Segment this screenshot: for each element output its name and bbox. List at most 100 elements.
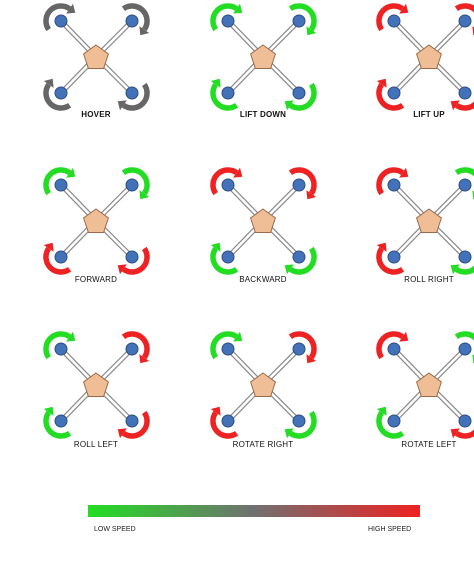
rotation-arc xyxy=(288,410,317,439)
motor xyxy=(54,178,68,192)
low-speed-label: LOW SPEED xyxy=(94,526,136,533)
arrow-head xyxy=(210,242,221,252)
body xyxy=(416,44,442,69)
rotor-top-right xyxy=(454,167,474,200)
rotation-arc xyxy=(454,3,474,13)
arrow-head xyxy=(306,354,317,364)
motor xyxy=(458,342,472,356)
motor xyxy=(292,342,306,356)
speed-gradient-bar xyxy=(88,505,420,517)
rotor-bottom-right xyxy=(284,410,317,439)
rotor-top-right xyxy=(121,331,150,364)
rotor-top-left xyxy=(210,3,243,32)
motor xyxy=(221,86,235,100)
arrow-head xyxy=(233,3,243,14)
motor xyxy=(292,14,306,28)
rotor-top-right xyxy=(121,3,150,36)
rotation-arc xyxy=(210,246,239,275)
motor xyxy=(387,342,401,356)
rotation-arc xyxy=(121,167,150,196)
rotor-bottom-left xyxy=(43,242,72,275)
arrow-head xyxy=(117,264,127,275)
rotor-bottom-right xyxy=(450,250,474,275)
motor xyxy=(125,342,139,356)
rotor-bottom-left xyxy=(376,406,405,439)
motor xyxy=(125,86,139,100)
high-speed-label: HIGH SPEED xyxy=(368,526,412,533)
arrow-head xyxy=(376,406,387,416)
rotation-arc xyxy=(454,167,474,177)
arrow-head xyxy=(306,26,317,36)
arrow-head xyxy=(139,354,150,364)
rotor-top-right xyxy=(454,3,474,36)
arrow-head xyxy=(306,190,317,200)
arrow-head xyxy=(450,264,460,275)
arrow-head xyxy=(233,331,243,342)
body xyxy=(250,44,276,69)
quadcopter-lift-down xyxy=(210,3,317,111)
motor xyxy=(458,250,472,264)
rotor-top-right xyxy=(288,167,317,200)
rotation-arc xyxy=(210,3,239,32)
motor xyxy=(125,250,139,264)
rotation-arc xyxy=(43,167,72,196)
arrow-head xyxy=(117,100,127,111)
rotation-arc xyxy=(454,331,474,341)
maneuver-label: FORWARD xyxy=(74,275,118,284)
rotation-arc xyxy=(210,167,239,196)
rotor-top-left xyxy=(376,167,409,196)
rotor-bottom-left xyxy=(210,406,239,439)
quadcopter-backward xyxy=(210,167,317,275)
rotation-arc xyxy=(288,331,317,360)
arrow-head xyxy=(233,167,243,178)
rotation-arc xyxy=(121,246,150,275)
motor xyxy=(54,414,68,428)
rotation-arc xyxy=(288,82,317,111)
motor xyxy=(54,250,68,264)
quadcopter-rotate-left xyxy=(376,331,474,439)
maneuver-label: BACKWARD xyxy=(239,275,287,284)
motor xyxy=(292,178,306,192)
arrow-head xyxy=(210,406,221,416)
rotor-bottom-right xyxy=(450,414,474,439)
body xyxy=(83,44,109,69)
quadcopter-roll-right xyxy=(376,167,474,275)
rotation-arc xyxy=(210,82,239,111)
motor xyxy=(54,14,68,28)
rotor-top-right xyxy=(454,331,474,364)
maneuver-label: ROTATE LEFT xyxy=(401,440,457,449)
motor xyxy=(125,14,139,28)
rotation-arc xyxy=(288,246,317,275)
rotor-top-right xyxy=(288,3,317,36)
arrow-head xyxy=(450,428,460,439)
rotor-bottom-right xyxy=(450,86,474,111)
arrow-head xyxy=(284,100,294,111)
arrow-head xyxy=(399,331,409,342)
maneuver-label: ROTATE RIGHT xyxy=(232,440,294,449)
arrow-head xyxy=(399,3,409,14)
rotation-arc xyxy=(288,167,317,196)
rotor-bottom-left xyxy=(376,78,405,111)
rotor-top-left xyxy=(376,331,409,360)
motor xyxy=(54,342,68,356)
quadcopter-forward xyxy=(43,167,150,275)
motor xyxy=(221,414,235,428)
rotor-top-right xyxy=(121,167,150,200)
rotation-arc xyxy=(376,3,405,32)
arrow-head xyxy=(210,78,221,88)
rotation-arc xyxy=(376,331,405,360)
rotation-arc xyxy=(376,82,405,111)
motor xyxy=(387,14,401,28)
rotation-arc xyxy=(121,82,150,111)
motor xyxy=(54,86,68,100)
rotor-bottom-right xyxy=(117,410,150,439)
motor xyxy=(292,86,306,100)
quadcopter-roll-left xyxy=(43,331,150,439)
rotor-bottom-right xyxy=(117,246,150,275)
rotation-arc xyxy=(376,410,405,439)
arrow-head xyxy=(43,242,54,252)
arrow-head xyxy=(376,242,387,252)
rotation-arc xyxy=(454,101,474,111)
rotation-arc xyxy=(43,331,72,360)
